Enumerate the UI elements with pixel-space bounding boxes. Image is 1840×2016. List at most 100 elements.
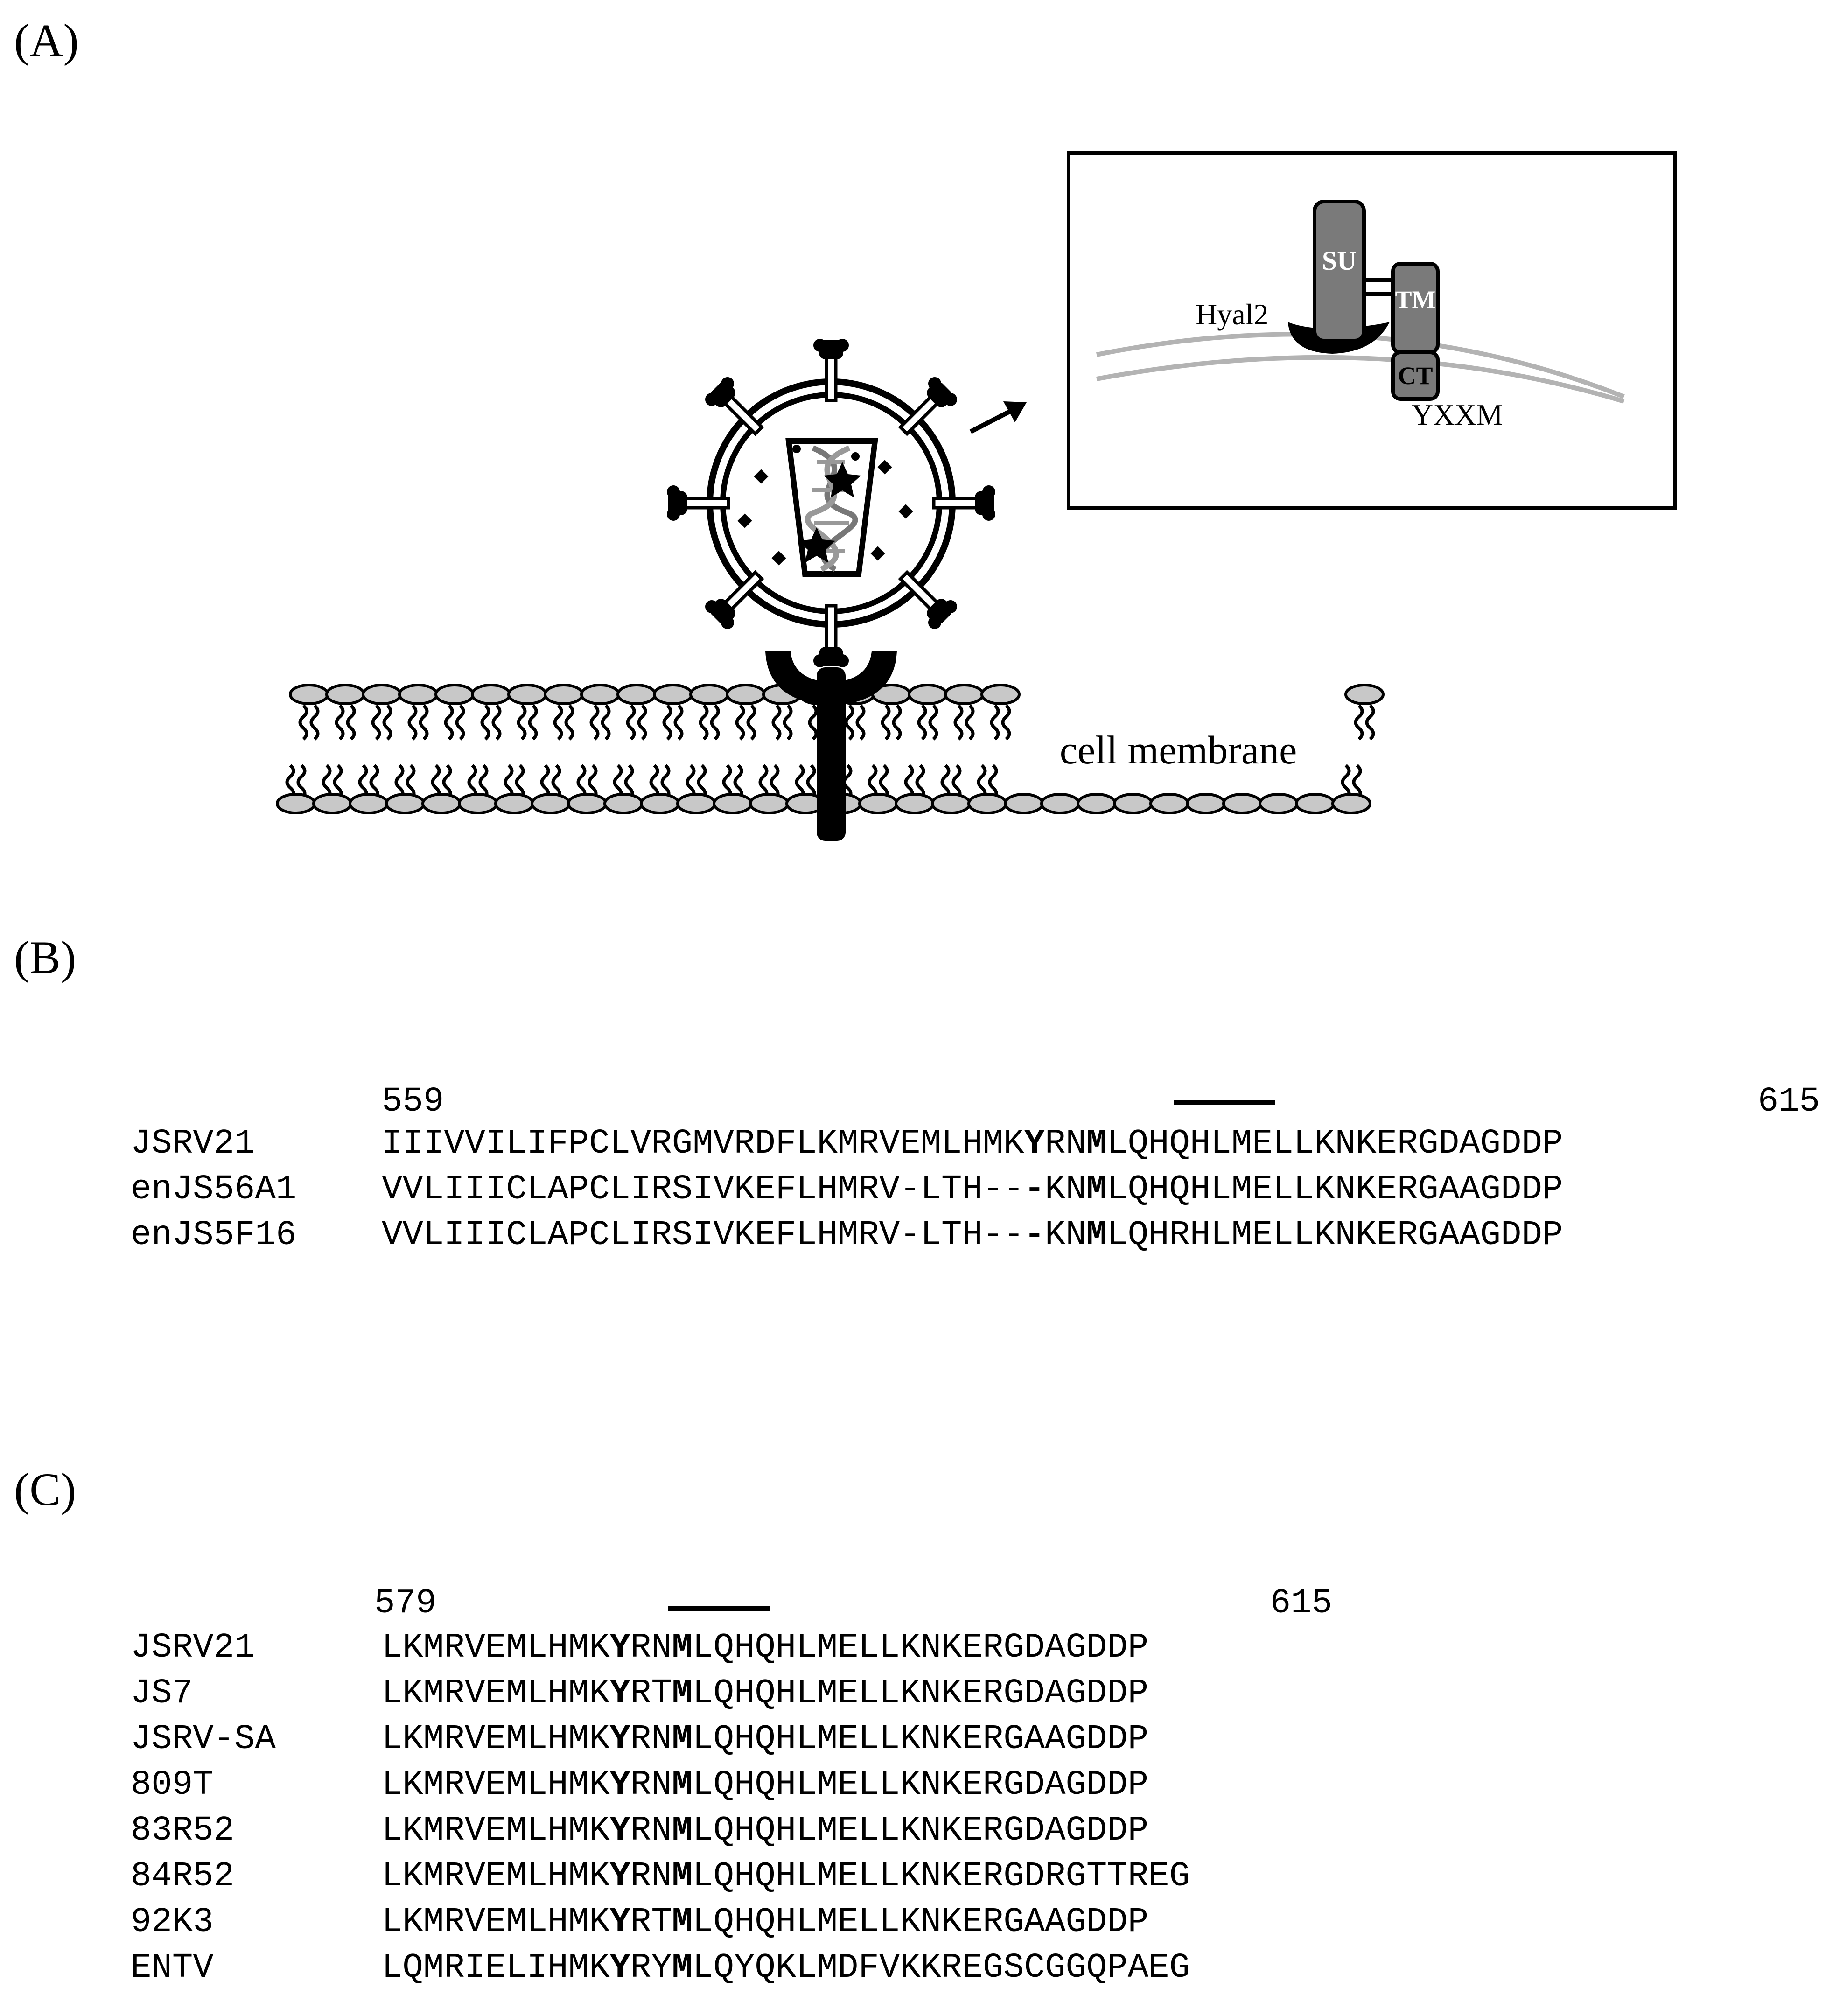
sequence-segment: IIIVVILIFPCLVRGMVRDFLKMRVEMLHMK — [382, 1124, 1024, 1163]
sequence: LKMRVEMLHMKYRTMLQHQHLMELLKNKERGDAGDDP — [382, 1674, 1148, 1713]
lipid-head — [616, 684, 657, 705]
sequence-segment: KN — [1045, 1216, 1086, 1255]
lipid-tail — [881, 704, 891, 741]
lipid-tail — [662, 704, 672, 741]
lipid-head — [931, 793, 971, 814]
lipid-tail — [335, 704, 345, 741]
conserved-residue: M — [672, 1628, 693, 1667]
membrane-outer-leaflet — [289, 684, 1385, 705]
conserved-residue: Y — [609, 1720, 630, 1759]
sequence-name: 84R52 — [131, 1857, 234, 1896]
sequence-segment: RN — [1045, 1124, 1086, 1163]
conserved-residue: M — [672, 1765, 693, 1805]
sequence-segment: VVLIIICLAPCLIRSIVKEFLHMRV-LTH-- — [382, 1216, 1024, 1255]
jsrv-virion — [667, 339, 995, 667]
lipid-head — [980, 684, 1021, 705]
lipid-tail — [551, 764, 561, 800]
lipid-head — [494, 793, 534, 814]
lipid-tail — [806, 764, 816, 800]
lipid-tail — [369, 764, 379, 800]
conserved-residue: M — [672, 1674, 693, 1713]
lipid-head — [726, 684, 766, 705]
lipid-tail — [309, 704, 320, 741]
lipid-head — [325, 684, 365, 705]
membrane-label: cell membrane — [1060, 728, 1297, 772]
lipid-head — [398, 684, 438, 705]
panel-c-end-position: 615 — [1270, 1584, 1332, 1623]
lipid-head — [507, 684, 547, 705]
lipid-tail — [517, 704, 527, 741]
sequence-name: JSRV21 — [131, 1628, 255, 1667]
sequence-segment: LQHQHLMELLKNKERGAAGDDP — [693, 1903, 1148, 1942]
envelope-spike — [898, 377, 957, 436]
lipid-head — [908, 684, 948, 705]
cell-membrane: cell membrane — [276, 684, 1385, 814]
conserved-residue: Y — [609, 1811, 630, 1850]
lipid-tail — [515, 764, 525, 800]
sequence-segment: LQHQHLMELLKNKERGDAGDDP — [693, 1811, 1148, 1850]
conserved-residue: Y — [609, 1857, 630, 1896]
panel-c-start-position: 579 — [374, 1584, 436, 1623]
lipid-head — [312, 793, 352, 814]
lipid-head — [421, 793, 462, 814]
conserved-residue: Y — [609, 1628, 630, 1667]
yxxm-motif-label: YXXM — [1412, 398, 1503, 431]
lipid-tail — [928, 704, 938, 741]
conserved-residue: Y — [1024, 1124, 1045, 1163]
sequence: LKMRVEMLHMKYRNMLQHQHLMELLKNKERGDAGDDP — [382, 1765, 1148, 1805]
lipid-tail — [697, 764, 707, 800]
lipid-tail — [296, 764, 307, 800]
envelope-spike — [667, 485, 730, 521]
sequence-segment: VVLIIICLAPCLIRSIVKEFLHMRV-LTH-- — [382, 1170, 1024, 1209]
sequence-segment: RN — [630, 1628, 672, 1667]
lipid-tail — [953, 704, 964, 741]
lipid-tail — [855, 704, 866, 741]
lipid-head — [944, 684, 984, 705]
lipid-tail — [770, 764, 780, 800]
sequence-segment: LQHQHLMELLKNKERGDAGDDP — [1107, 1124, 1563, 1163]
sequence: VVLIIICLAPCLIRSIVKEFLHMRV-LTH---KNMLQHRH… — [382, 1216, 1563, 1255]
sequence-segment: LKMRVEMLHMK — [382, 1857, 610, 1896]
sequence-segment: LQHQHLMELLKNKERGDAGDDP — [693, 1765, 1148, 1805]
lipid-tail — [892, 704, 902, 741]
lipid-tail — [879, 764, 889, 800]
lipid-head — [1040, 793, 1080, 814]
lipid-tail — [808, 704, 818, 741]
sequence-segment: LQHQHLMELLKNKERGAAGDDP — [1107, 1170, 1563, 1209]
sequence-segment: RN — [630, 1765, 672, 1805]
sequence-name: ENTV — [131, 1948, 214, 1988]
sequence-segment: LKMRVEMLHMK — [382, 1811, 610, 1850]
lipid-head — [1077, 793, 1117, 814]
envelope-spike — [705, 570, 764, 629]
lipid-head — [749, 793, 789, 814]
lipid-tail — [382, 704, 392, 741]
lipid-tail — [419, 704, 429, 741]
sequence-name: enJS56A1 — [131, 1170, 296, 1209]
lipid-tail — [589, 704, 600, 741]
conserved-residue: M — [672, 1948, 693, 1988]
lipid-head — [713, 793, 753, 814]
lipid-tail — [371, 704, 381, 741]
lipid-head — [1344, 684, 1385, 705]
lipid-tail — [480, 704, 490, 741]
sequence-segment: RT — [630, 1674, 672, 1713]
conserved-residue: M — [672, 1903, 693, 1942]
lipid-head — [858, 793, 898, 814]
lipid-tail — [588, 764, 598, 800]
sequence-name: 809T — [131, 1765, 214, 1805]
lipid-tail — [844, 704, 854, 741]
lipid-tail — [783, 704, 793, 741]
capsid — [785, 438, 878, 577]
lipid-head — [385, 793, 425, 814]
lipid-head — [1149, 793, 1189, 814]
lipid-tail — [626, 704, 636, 741]
lipid-tail — [553, 704, 563, 741]
